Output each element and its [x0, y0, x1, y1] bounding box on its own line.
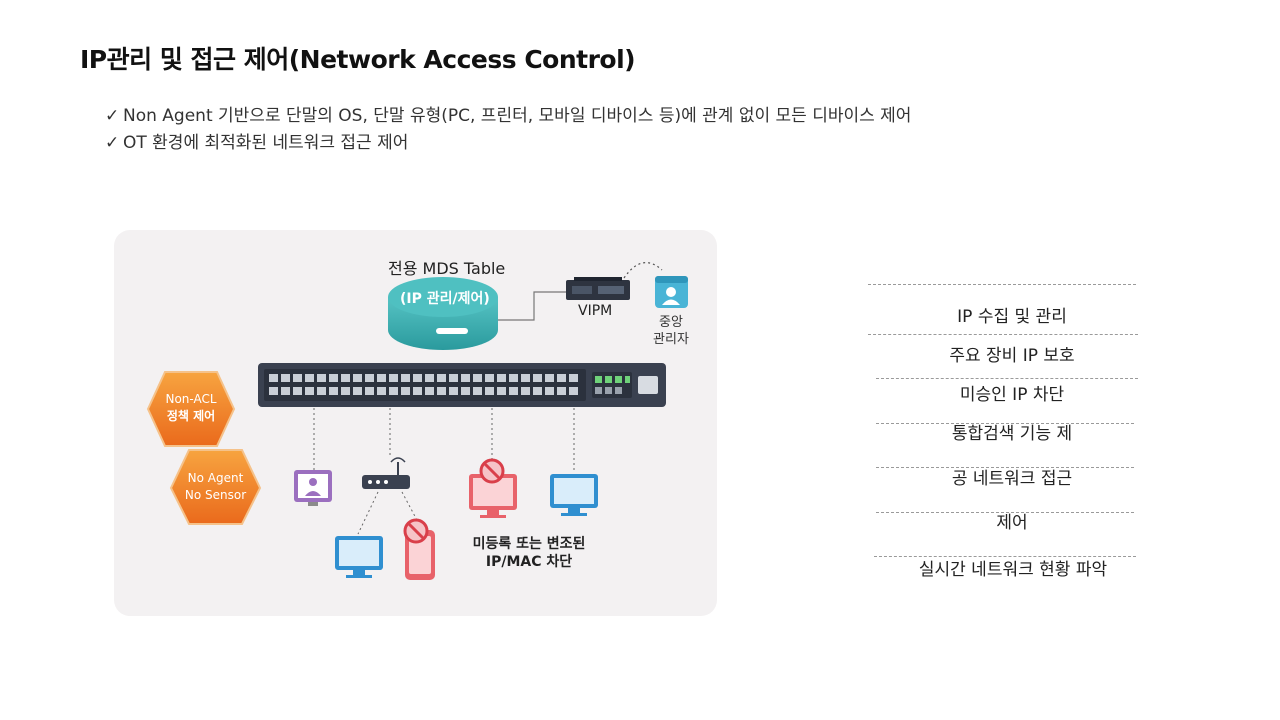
network-diagram: 전용 MDS Table (IP 관리/제어) VIPM 중앙 관리자 Non-…: [114, 230, 717, 616]
divider: [868, 334, 1138, 335]
vipm-server-icon: [566, 277, 630, 300]
divider: [876, 378, 1138, 379]
network-switch-icon: [258, 363, 666, 407]
vipm-admin-arc: [623, 262, 663, 279]
monitor-icon: [550, 474, 598, 516]
diagram-graphics: [146, 262, 688, 580]
divider: [876, 512, 1134, 513]
bullet-text: OT 환경에 최적화된 네트워크 접근 제어: [123, 133, 409, 153]
divider: [868, 284, 1136, 285]
hexagon-non-acl: [146, 371, 236, 447]
hex1-label: Non-ACL 정책 제어: [165, 392, 217, 423]
admin-label: 중앙 관리자: [653, 315, 689, 347]
blocked-pc-icon: [469, 458, 517, 518]
blocked-label: 미등록 또는 변조된 IP/MAC 차단: [472, 536, 586, 570]
mds-table-label: 전용 MDS Table: [388, 259, 506, 278]
blocked-mobile-icon: [403, 518, 435, 580]
page-title: IP관리 및 접근 제어(Network Access Control): [80, 45, 636, 74]
bullet-list: ✓ Non Agent 기반으로 단말의 OS, 단말 유형(PC, 프린터, …: [105, 105, 945, 159]
hex2-label: No Agent No Sensor: [184, 471, 247, 502]
vipm-label: VIPM: [578, 303, 613, 319]
feature-item: 실시간 네트워크 현황 파악: [918, 560, 1108, 580]
hexagon-no-agent: [169, 449, 262, 525]
check-icon: ✓: [105, 133, 120, 153]
user-terminal-icon: [294, 470, 332, 506]
router-icon: [362, 457, 410, 489]
bullet-text: Non Agent 기반으로 단말의 OS, 단말 유형(PC, 프린터, 모바…: [123, 106, 912, 126]
ip-control-label: (IP 관리/제어): [400, 291, 490, 307]
feature-item: 제어: [996, 513, 1028, 533]
bullet-item: ✓ Non Agent 기반으로 단말의 OS, 단말 유형(PC, 프린터, …: [105, 105, 945, 128]
db-vipm-link: [498, 291, 566, 321]
mds-database-icon: [388, 277, 498, 350]
feature-item: 미승인 IP 차단: [959, 385, 1065, 405]
bullet-item: ✓ OT 환경에 최적화된 네트워크 접근 제어: [105, 132, 945, 155]
feature-item: 공 네트워크 접근: [951, 469, 1073, 489]
monitor-icon: [335, 536, 383, 578]
feature-item: IP 수집 및 관리: [957, 307, 1067, 327]
feature-item: 통합검색 기능 제: [951, 424, 1073, 444]
feature-item: 주요 장비 IP 보호: [949, 346, 1075, 366]
admin-icon: [655, 276, 688, 308]
device-links: [313, 408, 575, 535]
divider: [876, 423, 1134, 424]
check-icon: ✓: [105, 106, 120, 126]
divider: [874, 556, 1136, 557]
divider: [876, 467, 1134, 468]
